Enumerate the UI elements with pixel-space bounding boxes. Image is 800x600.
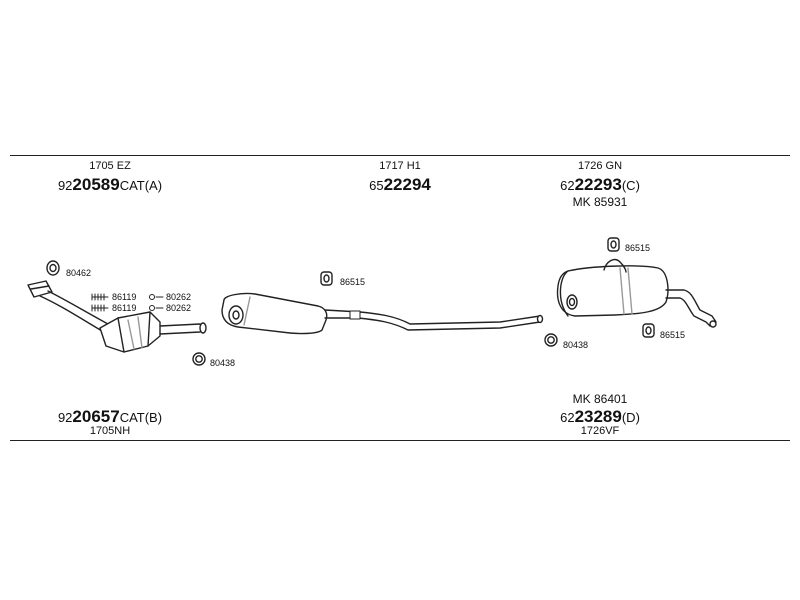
part-prefix: 62 <box>560 410 575 425</box>
callout-nut-2: 80262 <box>166 303 192 313</box>
part-prefix: 92 <box>57 410 73 425</box>
rubber-hanger-icon <box>642 323 655 338</box>
bottom-divider <box>10 440 790 441</box>
callout-hanger-right-bottom: 86515 <box>660 330 686 340</box>
callout-clamp-right: 80438 <box>563 340 589 350</box>
middle-top-part-number: 6522294 <box>369 175 431 195</box>
nut-icon <box>149 294 164 311</box>
right-top-kit: MK 85931 <box>572 195 628 209</box>
part-main: 20657 <box>72 407 120 426</box>
part-suffix: (D) <box>621 410 640 425</box>
part-suffix: (C) <box>621 178 640 193</box>
left-top-part-number: 9220589CAT(A) <box>58 175 162 195</box>
part-suffix: CAT(B) <box>119 410 163 425</box>
right-top-part-number: 6222293(C) <box>560 175 640 195</box>
right-bottom-code: 1726VF <box>580 425 620 437</box>
front-pipe-catalyst <box>27 280 207 353</box>
bolt-icon <box>91 293 109 312</box>
part-prefix: 92 <box>57 178 73 193</box>
gasket-icon <box>46 260 60 276</box>
left-top-code: 1705 EZ <box>89 160 131 172</box>
part-prefix: 62 <box>560 178 575 193</box>
part-main: 23289 <box>574 407 622 426</box>
callout-nut-1: 80262 <box>166 292 192 302</box>
left-bottom-code: 1705NH <box>89 425 131 437</box>
rubber-hanger-icon <box>607 237 620 252</box>
callout-gasket: 80462 <box>66 268 92 278</box>
left-bottom-part-number: 9220657CAT(B) <box>58 407 162 427</box>
clamp-icon <box>192 352 206 366</box>
callout-clamp-left: 80438 <box>210 358 236 368</box>
right-top-code: 1726 GN <box>577 160 623 172</box>
callout-bolt-2: 86119 <box>112 303 137 313</box>
right-bottom-kit: MK 86401 <box>572 392 628 406</box>
part-suffix: CAT(A) <box>119 178 163 193</box>
callout-bolt-1: 86119 <box>112 292 137 302</box>
callout-hanger-middle: 86515 <box>340 277 366 287</box>
middle-top-code: 1717 H1 <box>379 160 421 172</box>
part-main: 22294 <box>383 175 431 194</box>
top-divider <box>10 155 790 156</box>
part-main: 22293 <box>574 175 622 194</box>
center-silencer <box>221 292 544 335</box>
clamp-icon <box>544 333 558 347</box>
part-prefix: 65 <box>369 178 384 193</box>
callout-hanger-right-top: 86515 <box>625 243 651 253</box>
rear-silencer <box>556 258 717 328</box>
right-bottom-part-number: 6223289(D) <box>560 407 640 427</box>
part-main: 20589 <box>72 175 120 194</box>
rubber-hanger-icon <box>320 271 333 286</box>
